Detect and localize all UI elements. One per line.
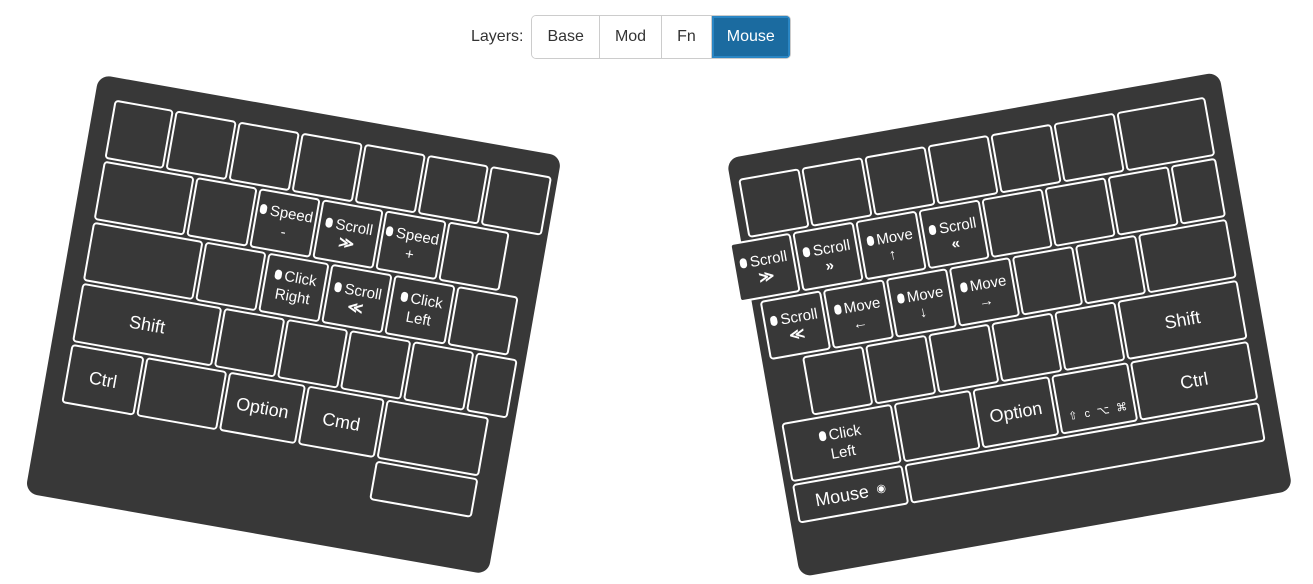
arrow-down-icon: ↓ — [917, 302, 929, 321]
double-chevron-up-icon: ≪ — [346, 297, 365, 318]
key[interactable] — [339, 330, 412, 400]
key-move-down[interactable]: Move ↓ — [885, 268, 958, 338]
key[interactable] — [291, 132, 363, 203]
arrow-up-icon: ↑ — [887, 245, 898, 264]
key[interactable] — [1107, 166, 1179, 236]
key[interactable] — [213, 307, 286, 378]
key-speed-minus[interactable]: Speed - — [249, 188, 321, 258]
layer-selector: Layers: Base Mod Fn Mouse — [471, 15, 791, 59]
mouse-icon — [739, 257, 748, 269]
key-move-left[interactable]: Move ← — [822, 279, 895, 350]
double-chevron-up-icon: ≪ — [787, 324, 807, 344]
key[interactable] — [402, 341, 475, 411]
mouse-icon — [399, 291, 409, 303]
mouse-icon — [802, 246, 811, 258]
key[interactable] — [981, 188, 1053, 259]
key-sublabel: - — [279, 223, 288, 242]
key-sublabel: Left — [404, 308, 433, 330]
key[interactable] — [801, 157, 873, 227]
key-label: Shift — [1162, 306, 1202, 333]
key-label: Cmd — [320, 408, 362, 435]
key-scroll-up[interactable]: Scroll ≪ — [759, 290, 832, 361]
key[interactable] — [1044, 177, 1116, 248]
key[interactable] — [864, 145, 936, 216]
mouse-icon — [273, 269, 283, 281]
key-label: Ctrl — [87, 367, 119, 392]
key-ctrl[interactable]: Ctrl — [61, 343, 145, 416]
key-label: Click — [827, 421, 863, 444]
key-scroll-right[interactable]: Scroll » — [792, 221, 864, 292]
layer-base-button[interactable]: Base — [532, 16, 600, 58]
key[interactable] — [354, 143, 426, 214]
key[interactable] — [228, 121, 300, 192]
mouse-icon — [833, 303, 842, 315]
mouse-icon — [385, 225, 395, 237]
key-label: Shift — [127, 311, 167, 338]
key[interactable] — [990, 123, 1062, 194]
key-scroll-up[interactable]: Scroll ≪ — [321, 263, 393, 334]
double-chevron-down-icon: ≫ — [757, 266, 776, 287]
key[interactable] — [928, 323, 1000, 394]
layer-button-group: Base Mod Fn Mouse — [531, 15, 791, 59]
mouse-icon — [928, 223, 937, 235]
mouse-icon — [959, 281, 968, 293]
key[interactable] — [186, 176, 258, 247]
key-click-right[interactable]: Click Right — [258, 252, 330, 323]
mouse-icon — [865, 234, 875, 247]
mouse-icon — [896, 292, 905, 304]
double-chevron-left-icon: « — [950, 234, 962, 253]
arrow-right-icon: → — [977, 291, 995, 311]
key[interactable] — [165, 110, 237, 181]
mouse-icon — [818, 430, 827, 442]
key[interactable] — [1074, 234, 1147, 305]
right-keyboard-half: Scroll ≫ Scroll » Move ↑ Scroll « Scroll… — [726, 71, 1293, 582]
key-sublabel: Left — [829, 441, 858, 463]
key[interactable] — [1053, 112, 1125, 183]
key-label: Speed — [268, 202, 315, 227]
key-move-right[interactable]: Move → — [948, 256, 1021, 327]
key-label: Option — [234, 392, 291, 422]
mouse-icon — [325, 216, 334, 228]
key[interactable] — [480, 165, 553, 236]
modifier-symbols: ⇧ c ⌥ ⌘ — [1067, 400, 1131, 424]
layer-mouse-button[interactable]: Mouse — [711, 16, 790, 58]
double-chevron-down-icon: ≫ — [337, 233, 356, 253]
key-move-up[interactable]: Move ↑ — [855, 210, 927, 281]
wireless-icon: ◉ — [875, 481, 887, 496]
double-chevron-right-icon: » — [823, 256, 836, 275]
key-label: Option — [987, 397, 1044, 427]
key[interactable] — [1054, 301, 1126, 372]
key[interactable] — [991, 312, 1063, 383]
mouse-icon — [259, 203, 269, 215]
key[interactable] — [104, 99, 174, 170]
mouse-icon — [769, 314, 779, 326]
key-label: Ctrl — [1178, 368, 1210, 393]
key-label: Mouse — [813, 480, 871, 510]
mouse-icon — [334, 281, 343, 293]
key[interactable] — [276, 318, 349, 389]
key-click-left[interactable]: Click Left — [384, 274, 456, 345]
key-speed-plus[interactable]: Speed + — [375, 210, 447, 281]
key[interactable] — [438, 221, 510, 292]
key-scroll-down[interactable]: Scroll ≫ — [312, 199, 384, 270]
key[interactable] — [195, 241, 267, 312]
key[interactable] — [417, 154, 490, 225]
layers-label: Layers: — [471, 28, 524, 45]
left-keyboard-half: Speed - Scroll ≫ Speed + Click Right Scr… — [24, 74, 562, 579]
key[interactable] — [865, 334, 937, 405]
key-label: Speed — [394, 224, 441, 249]
key[interactable] — [927, 134, 999, 205]
key-scroll-down[interactable]: Scroll ≫ — [729, 232, 801, 303]
key[interactable] — [738, 168, 810, 239]
arrow-left-icon: ← — [851, 313, 869, 333]
key[interactable] — [1011, 245, 1084, 316]
key-sublabel: + — [403, 245, 416, 264]
key[interactable] — [447, 285, 519, 356]
layer-fn-button[interactable]: Fn — [662, 16, 712, 58]
key-scroll-left[interactable]: Scroll « — [918, 199, 990, 270]
layer-mod-button[interactable]: Mod — [599, 16, 663, 58]
key[interactable] — [801, 345, 874, 416]
